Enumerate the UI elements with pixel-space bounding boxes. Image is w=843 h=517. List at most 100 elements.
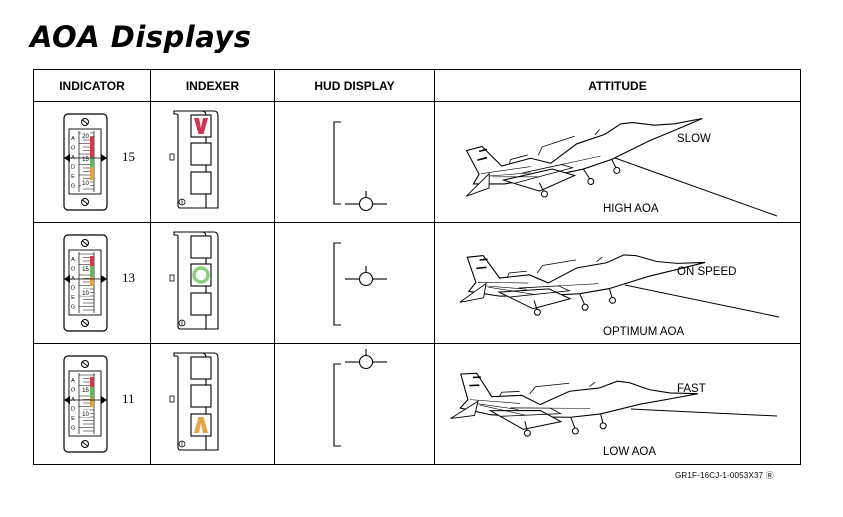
hud-display-slow <box>333 121 387 212</box>
flight-path-line <box>614 157 778 217</box>
tape-color-band <box>90 167 94 180</box>
tape-color-band <box>90 387 94 398</box>
indexer-screw-icon <box>178 440 186 448</box>
indexer-cell <box>150 101 275 223</box>
indexer-slow-window <box>190 356 212 380</box>
index-pointer-right-icon <box>101 396 107 404</box>
scale-letter: G <box>71 184 75 190</box>
aoa-label: LOW AOA <box>603 446 656 458</box>
mounting-screw-icon <box>81 198 89 206</box>
tape-label: 10 <box>82 181 89 187</box>
aoa-indexer-on-speed <box>169 231 219 330</box>
flight-path-marker-icon <box>345 266 387 287</box>
attitude-cell: ON SPEED OPTIMUM AOA <box>434 222 801 344</box>
scale-letter: A <box>71 257 75 263</box>
chevron-up-icon <box>194 417 208 433</box>
registered-mark-icon: Ⓡ <box>765 471 774 480</box>
condition-label: SLOW <box>677 133 711 145</box>
indicator-reading: 11 <box>122 391 135 406</box>
aoa-label: OPTIMUM AOA <box>603 326 684 338</box>
scale-letter: G <box>71 426 75 432</box>
hud-display-on-speed <box>333 242 387 326</box>
scale-letter: E <box>71 174 75 180</box>
indexer-slow-window <box>190 235 212 259</box>
scale-letter: O <box>71 267 76 273</box>
tape-label: 10 <box>82 291 89 297</box>
index-pointer-right-icon <box>101 275 107 283</box>
scale-letter: D <box>71 165 75 171</box>
condition-label: ON SPEED <box>677 266 736 278</box>
figure-code: GR1F-16CJ-1-0053X37 Ⓡ <box>675 470 774 481</box>
header-row: INDICATOR INDEXER HUD DISPLAY ATTITUDE <box>33 69 801 102</box>
indexer-connector <box>169 274 175 282</box>
indexer-fast-window <box>190 292 212 316</box>
attitude-fast: FAST LOW AOA <box>450 372 778 458</box>
scale-letter: A <box>71 378 75 384</box>
aoa-label: HIGH AOA <box>603 203 659 215</box>
f16-silhouette <box>465 117 703 198</box>
tape-color-band <box>90 266 94 277</box>
scale-letter: D <box>71 407 75 413</box>
indexer-on-speed-window <box>190 142 212 166</box>
flight-path-line <box>624 284 780 318</box>
indexer-on-speed-window <box>190 384 212 408</box>
aoa-indexer-fast <box>169 352 219 451</box>
figure-code-text: GR1F-16CJ-1-0053X37 <box>675 471 764 480</box>
scale-letter: A <box>71 136 75 142</box>
f16-silhouette <box>459 254 706 316</box>
hud-cell <box>274 101 435 223</box>
tape-color-band <box>90 157 94 167</box>
mounting-screw-icon <box>81 440 89 448</box>
aoa-indexer-unit <box>169 110 219 209</box>
scale-letter: O <box>71 146 76 152</box>
tape-color-band <box>90 277 94 286</box>
index-pointer-right-icon <box>101 154 107 162</box>
attitude-on-speed: ON SPEED OPTIMUM AOA <box>459 254 780 338</box>
scale-letter: G <box>71 305 75 311</box>
scale-letter: D <box>71 286 75 292</box>
scale-letter: O <box>71 388 76 394</box>
hud-cell <box>274 343 435 465</box>
tape-label: 10 <box>82 412 89 418</box>
mounting-screw-icon <box>81 239 89 247</box>
index-pointer-left-icon <box>64 396 70 404</box>
indexer-connector <box>169 153 175 161</box>
index-pointer-left-icon <box>64 275 70 283</box>
scale-letter: E <box>71 295 75 301</box>
indexer-screw-icon <box>178 319 186 327</box>
tape-color-band <box>90 398 94 407</box>
tape-label: 20 <box>82 134 89 140</box>
flight-path-marker-icon <box>345 349 387 370</box>
tape-label: 15 <box>82 157 89 163</box>
indexer-fast-window <box>190 171 212 195</box>
aoa-bracket <box>333 363 341 447</box>
hud-cell <box>274 222 435 344</box>
indicator-reading: 15 <box>122 149 135 164</box>
indexer-screw-icon <box>178 198 186 206</box>
page-title: AOA Displays <box>30 20 252 54</box>
chevron-down-icon <box>194 118 208 134</box>
flight-path-marker-icon <box>345 191 387 212</box>
header-attitude: ATTITUDE <box>434 69 801 102</box>
aoa-bracket <box>333 121 341 205</box>
header-indicator: INDICATOR <box>33 69 151 102</box>
condition-label: FAST <box>677 383 706 395</box>
attitude-cell: SLOW HIGH AOA <box>434 101 801 223</box>
indicator-reading: 13 <box>122 270 135 285</box>
aoa-indexer-unit <box>169 352 219 451</box>
aoa-display-table: INDICATOR INDEXER HUD DISPLAY ATTITUDE A… <box>33 69 801 465</box>
attitude-slow: SLOW HIGH AOA <box>465 117 778 217</box>
indexer-connector <box>169 395 175 403</box>
